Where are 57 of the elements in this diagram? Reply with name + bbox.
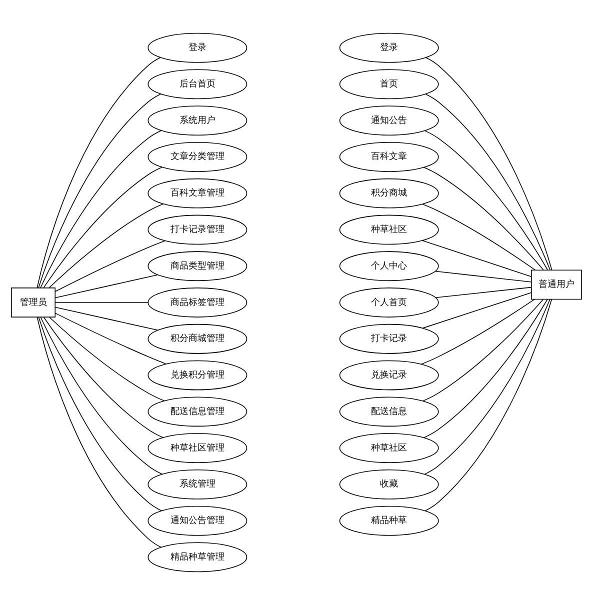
node-ellipse: 登录 (339, 32, 439, 62)
node-ellipse: 百科文章 (339, 142, 439, 172)
node-ellipse: 兑换记录 (339, 360, 439, 390)
connector (426, 56, 552, 270)
node-ellipse: 打卡记录管理 (148, 214, 248, 244)
connector (40, 130, 162, 288)
node-ellipse: 收藏 (339, 468, 439, 499)
node-ellipse: 商品标签管理 (148, 287, 248, 317)
connector (36, 56, 161, 288)
connector (38, 93, 162, 288)
node-ellipse: 积分商城管理 (148, 323, 248, 354)
node-ellipse: 配送信息管理 (148, 396, 248, 426)
connector (420, 298, 535, 364)
connector (54, 240, 166, 292)
connector (54, 274, 158, 298)
node-ellipse: 种草社区 (339, 432, 439, 462)
node-ellipse: 种草社区管理 (148, 432, 248, 462)
node-ellipse: 登录 (148, 32, 248, 62)
connector (425, 93, 551, 270)
node-ellipse: 个人首页 (339, 287, 439, 317)
connector (49, 316, 165, 401)
connector (424, 298, 548, 438)
node-ellipse: 打卡记录 (339, 323, 439, 354)
node-ellipse: 积分商城 (339, 178, 439, 208)
node-ellipse: 配送信息 (339, 396, 439, 426)
connector (36, 316, 162, 548)
connector (43, 166, 163, 288)
connector (38, 316, 162, 511)
node-ellipse: 文章分类管理 (148, 142, 248, 172)
node-ellipse: 后台首页 (148, 68, 248, 99)
node-ellipse: 通知公告管理 (148, 505, 248, 536)
connector (423, 166, 544, 270)
node-ellipse: 系统用户 (148, 105, 248, 136)
node-ellipse: 通知公告 (339, 105, 439, 136)
node-ellipse: 百科文章管理 (148, 178, 248, 208)
connector (422, 240, 532, 277)
connector (435, 270, 532, 282)
node-ellipse: 兑换积分管理 (148, 360, 248, 390)
node-ellipse: 种草社区 (339, 214, 439, 244)
node-box: 普通用户 (531, 269, 582, 300)
connector (43, 316, 164, 438)
connector (424, 298, 552, 511)
connector (422, 292, 532, 328)
connector (48, 203, 164, 288)
connector (424, 130, 548, 270)
node-ellipse: 精品种草管理 (148, 542, 248, 572)
connector (54, 306, 158, 330)
connector (422, 203, 536, 270)
node-ellipse: 系统管理 (148, 468, 248, 499)
connector (424, 298, 550, 474)
connector (40, 316, 163, 474)
connector (435, 286, 532, 298)
node-ellipse: 首页 (339, 68, 439, 99)
node-ellipse: 个人中心 (339, 250, 439, 281)
node-ellipse: 精品种草 (339, 505, 439, 536)
node-ellipse: 商品类型管理 (148, 250, 248, 281)
node-box: 管理员 (11, 287, 56, 317)
